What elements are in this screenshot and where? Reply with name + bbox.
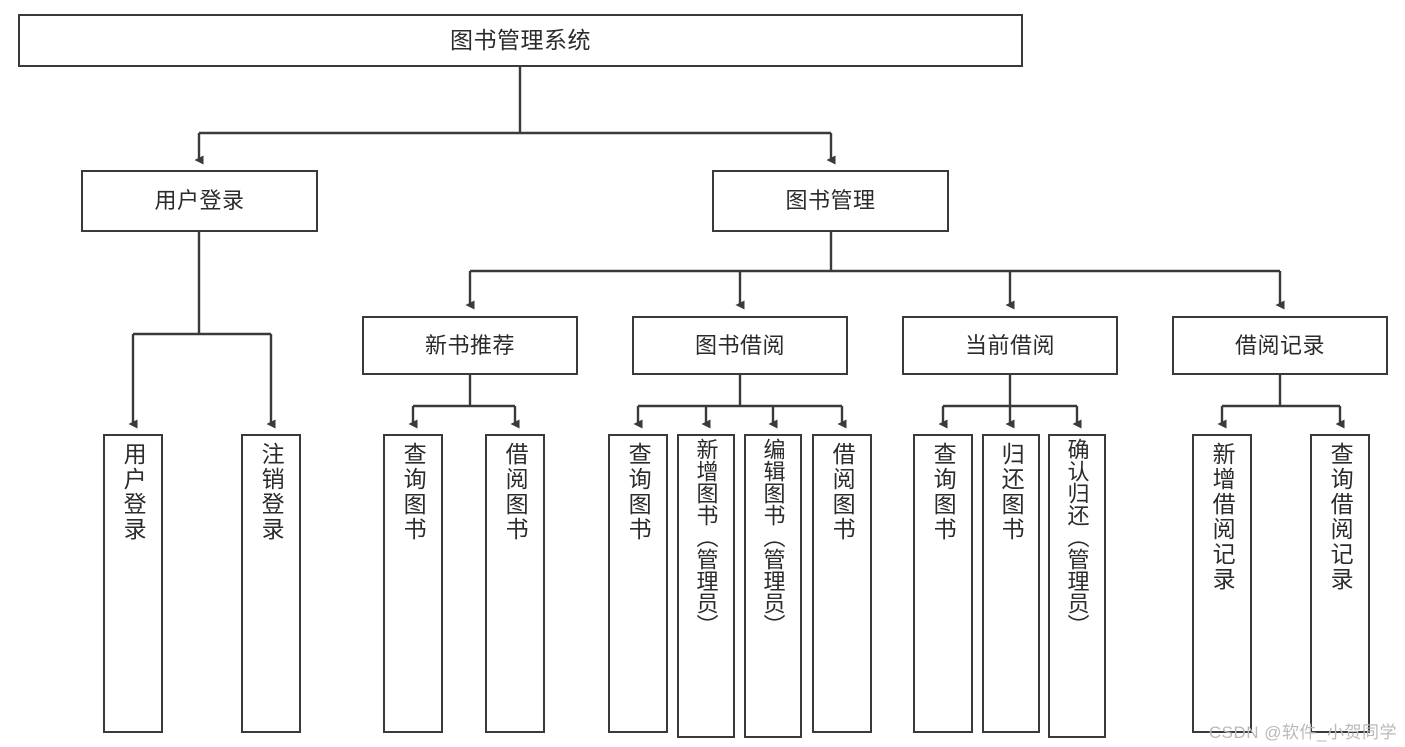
node-label: 借阅图书 (502, 442, 529, 542)
leaf-query-book-recommend[interactable]: 查询图书 (383, 434, 443, 733)
leaf-confirm-return-admin[interactable]: 确认归还（管理员） (1048, 434, 1106, 738)
leaf-add-book-admin[interactable]: 新增图书（管理员） (677, 434, 735, 738)
node-label: 图书借阅 (694, 332, 785, 358)
node-label: 图书管理 (785, 188, 876, 214)
csdn-watermark: CSDN @软件_小贺同学 (1208, 723, 1397, 742)
node-new-book-recommend[interactable]: 新书推荐 (362, 316, 578, 375)
leaf-borrow-book-borrow[interactable]: 借阅图书 (812, 434, 872, 733)
node-book-borrow[interactable]: 图书借阅 (632, 316, 848, 375)
node-label: 新增图书（管理员） (693, 438, 719, 636)
leaf-user-login[interactable]: 用户登录 (103, 434, 163, 733)
node-label: 借阅记录 (1234, 332, 1325, 358)
node-user-login[interactable]: 用户登录 (81, 170, 318, 232)
node-label: 查询图书 (930, 442, 957, 542)
node-label: 用户登录 (120, 442, 147, 542)
node-current-borrow[interactable]: 当前借阅 (902, 316, 1118, 375)
node-borrow-record[interactable]: 借阅记录 (1172, 316, 1388, 375)
leaf-logout-login[interactable]: 注销登录 (241, 434, 301, 733)
node-book-management[interactable]: 图书管理 (712, 170, 949, 232)
node-label: 查询图书 (625, 442, 652, 542)
node-label: 查询图书 (400, 442, 427, 542)
leaf-add-borrow-record[interactable]: 新增借阅记录 (1192, 434, 1252, 733)
node-label: 编辑图书（管理员） (760, 438, 786, 636)
leaf-edit-book-admin[interactable]: 编辑图书（管理员） (744, 434, 802, 738)
leaf-query-borrow-record[interactable]: 查询借阅记录 (1310, 434, 1370, 733)
node-label: 用户登录 (154, 188, 245, 214)
node-label: 新书推荐 (424, 332, 515, 358)
node-label: 查询借阅记录 (1327, 442, 1354, 592)
node-label: 当前借阅 (964, 332, 1055, 358)
node-label: 图书管理系统 (450, 26, 591, 53)
node-label: 借阅图书 (829, 442, 856, 542)
node-label: 注销登录 (258, 442, 285, 542)
node-label: 归还图书 (998, 442, 1025, 542)
node-label: 新增借阅记录 (1209, 442, 1236, 592)
node-label: 确认归还（管理员） (1064, 438, 1090, 636)
node-root-book-management-system[interactable]: 图书管理系统 (18, 14, 1023, 67)
leaf-return-book[interactable]: 归还图书 (982, 434, 1040, 733)
leaf-query-book-borrow[interactable]: 查询图书 (608, 434, 668, 733)
leaf-borrow-book-recommend[interactable]: 借阅图书 (485, 434, 545, 733)
leaf-query-book-current[interactable]: 查询图书 (913, 434, 973, 733)
